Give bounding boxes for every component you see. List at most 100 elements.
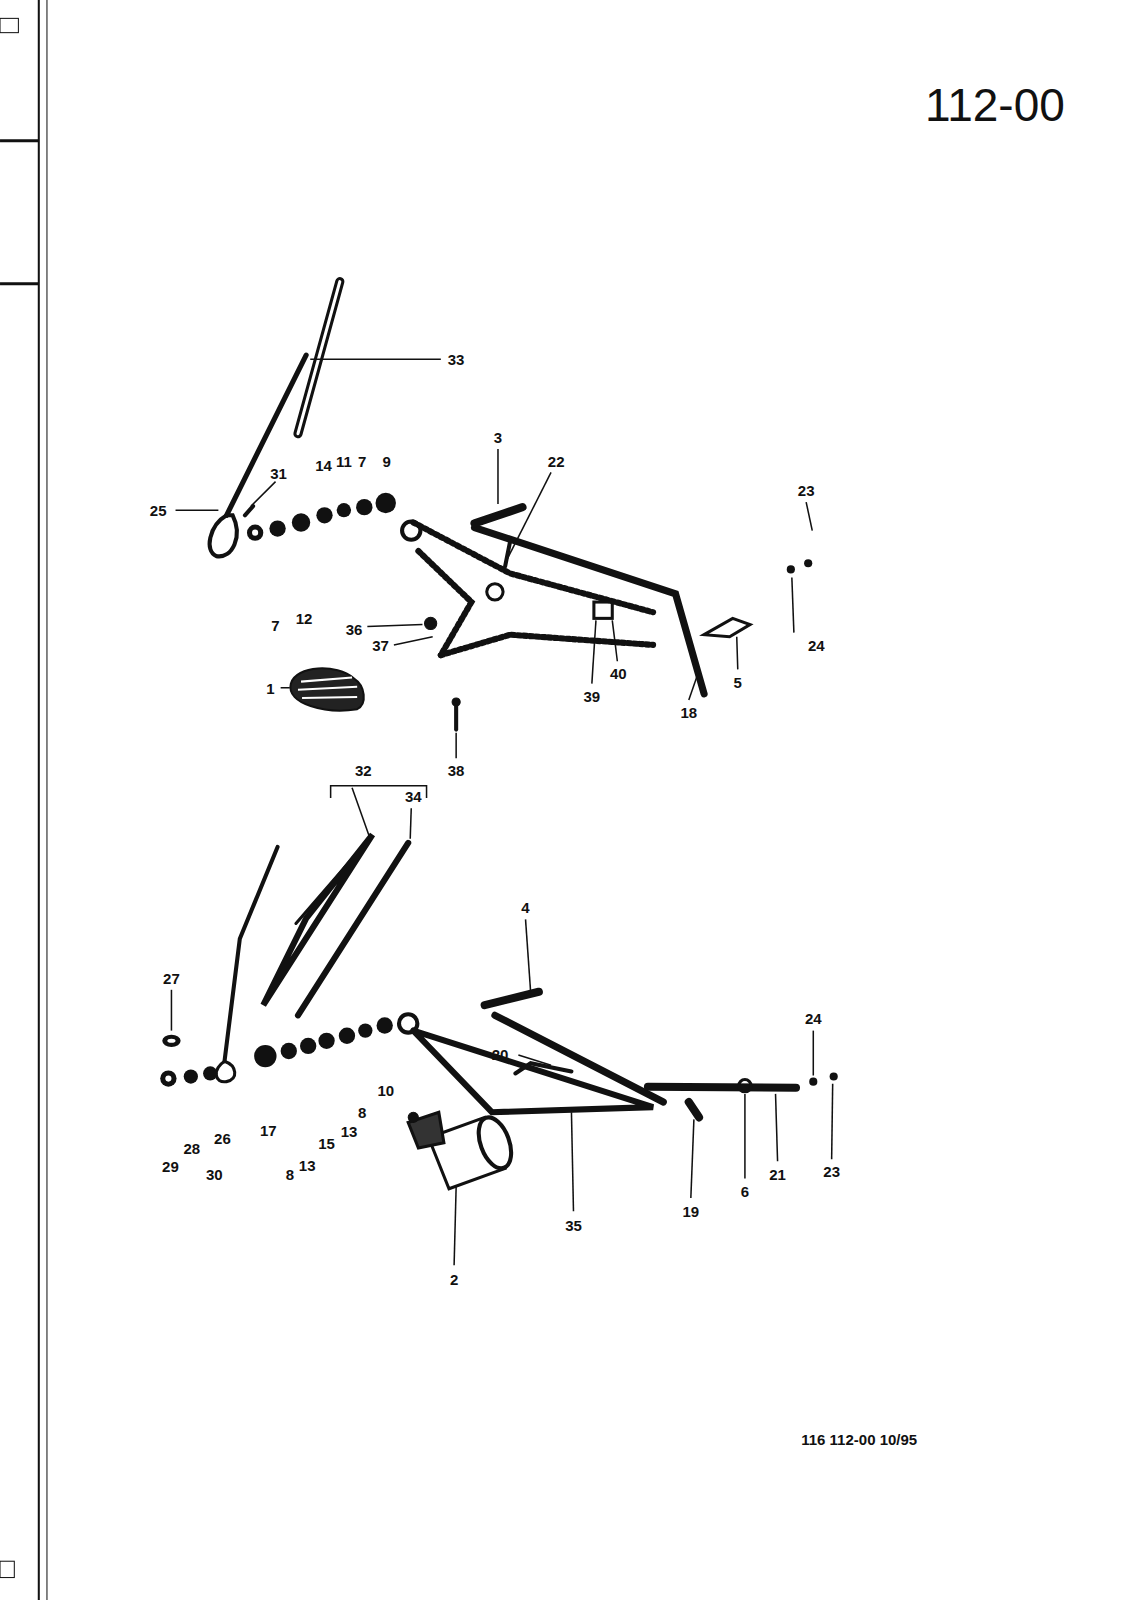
callout-number: 25 — [150, 503, 167, 518]
drawing-part — [408, 1112, 444, 1148]
page-border — [0, 0, 47, 1600]
drawing-part — [691, 1119, 694, 1198]
callout-number: 38 — [448, 763, 465, 778]
lower-washers — [160, 1017, 393, 1086]
drawing-part — [809, 1078, 817, 1086]
drawing-part — [281, 1043, 297, 1059]
drawing-part — [515, 1063, 571, 1073]
callout-number: 18 — [680, 705, 697, 720]
callout-number: 32 — [355, 763, 372, 778]
drawing-part — [0, 18, 18, 32]
callout-number: 21 — [769, 1166, 786, 1181]
callout-number: 39 — [584, 688, 601, 703]
drawing-part — [455, 733, 457, 759]
drawing-part — [704, 618, 750, 636]
lower-wiper — [216, 835, 408, 1082]
drawing-part — [339, 1028, 355, 1044]
drawing-part — [485, 992, 539, 1005]
drawing-part — [281, 687, 290, 689]
callout-number: 28 — [183, 1141, 200, 1156]
drawing-part — [352, 788, 369, 837]
drawing-part — [0, 1561, 14, 1577]
drawing-part — [830, 1072, 838, 1080]
upper-wiper — [210, 282, 340, 557]
callout-number: 9 — [383, 454, 391, 469]
drawing-part — [356, 499, 372, 515]
wiper-motor — [408, 1112, 517, 1189]
callout-number: 24 — [805, 1011, 822, 1026]
drawing-part — [813, 1031, 815, 1076]
drawing-part — [806, 502, 812, 531]
drawing-part — [203, 1066, 217, 1080]
drawing-part — [507, 472, 551, 559]
callout-number: 35 — [565, 1217, 582, 1232]
drawing-part — [247, 524, 263, 540]
drawing-part — [296, 847, 362, 924]
drawing-part — [337, 503, 351, 517]
callout-number: 37 — [372, 637, 389, 652]
drawing-part — [475, 528, 705, 694]
drawing-part — [300, 1038, 316, 1054]
drawing-part — [0, 282, 39, 285]
callout-number: 23 — [823, 1164, 840, 1179]
drawing-part — [171, 990, 173, 1031]
drawing-part — [0, 139, 39, 142]
callout-number: 17 — [260, 1122, 277, 1137]
drawing-part — [648, 1087, 796, 1088]
callout-number: 14 — [315, 458, 332, 473]
leader-lines — [171, 359, 832, 1265]
drawing-part — [425, 617, 437, 629]
drawing-part — [376, 493, 396, 513]
page-number: 112-00 — [925, 82, 1065, 128]
drawing-part — [739, 1080, 751, 1092]
drawing-part — [310, 358, 441, 360]
drawing-part — [518, 1055, 551, 1065]
drawing-part — [413, 522, 653, 612]
callout-number: 20 — [492, 1047, 509, 1062]
motor-cover — [290, 668, 363, 710]
drawing-part — [160, 1070, 176, 1086]
lower-linkage — [399, 992, 796, 1118]
drawing-part — [571, 1112, 573, 1211]
drawing-part — [245, 506, 253, 515]
drawing-part — [167, 1039, 175, 1043]
drawing-part — [165, 1076, 171, 1082]
upper-washers — [247, 493, 396, 541]
drawing-part — [38, 0, 40, 1600]
callout-number: 26 — [214, 1130, 231, 1145]
drawing-part — [184, 1069, 198, 1083]
drawing-part — [316, 507, 332, 523]
drawing-part — [298, 678, 357, 698]
drawing-part — [358, 1023, 372, 1037]
callout-number: 12 — [296, 611, 313, 626]
callout-number: 29 — [162, 1159, 179, 1174]
callout-number: 10 — [377, 1082, 394, 1097]
callout-number: 40 — [610, 666, 627, 681]
drawing-part — [737, 637, 738, 670]
drawing-part — [594, 602, 612, 618]
drawing-part — [298, 843, 408, 1015]
callout-number: 31 — [270, 466, 287, 481]
drawing-part — [210, 515, 237, 556]
callout-number: 30 — [206, 1166, 223, 1181]
callout-number: 36 — [346, 621, 363, 636]
callout-number: 5 — [734, 674, 742, 689]
drawing-part — [225, 847, 278, 1061]
callout-number: 7 — [271, 617, 279, 632]
drawing-part — [804, 559, 812, 567]
drawing-part — [162, 1035, 180, 1047]
drawing-part — [227, 355, 307, 515]
drawing-part — [402, 521, 420, 539]
drawing-part — [744, 1094, 746, 1179]
callout-number: 27 — [163, 970, 180, 985]
drawing-part — [776, 1094, 778, 1161]
callout-number: 15 — [318, 1135, 335, 1150]
drawing-part — [292, 513, 310, 531]
callout-number: 7 — [358, 454, 366, 469]
drawing-part — [408, 1112, 418, 1122]
drawing-part — [269, 520, 285, 536]
callout-number: 2 — [450, 1271, 458, 1286]
callout-number: 8 — [286, 1166, 294, 1181]
drawing-part — [318, 1033, 334, 1049]
